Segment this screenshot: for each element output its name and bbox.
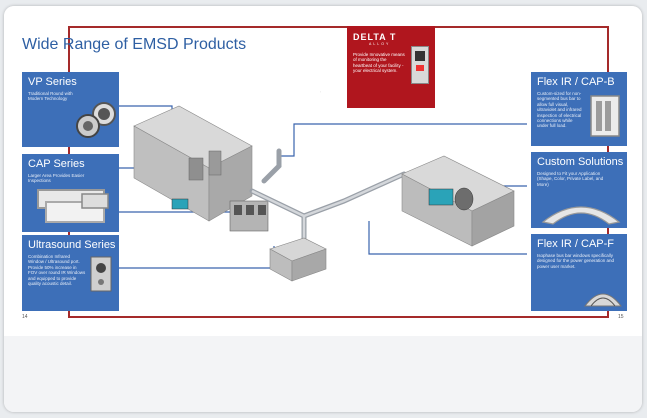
card-custom-solutions: Custom Solutions Designed to Fit your Ap… (531, 152, 627, 228)
card-vp-series: VP Series Traditional Round with Modern … (22, 72, 119, 147)
deltat-logo-tagline: ALLOY (369, 42, 391, 46)
right-room (401, 155, 515, 247)
callout-line-flex-b (279, 123, 527, 157)
card-text: Isophase bus bar windows specifically de… (537, 253, 615, 269)
page-number-left: 14 (22, 314, 28, 320)
page-border (68, 26, 609, 318)
deltat-promo-box: DELTA T ALLOY Provide Innovative means o… (347, 26, 435, 108)
facility-illustration (119, 105, 527, 282)
page-title: Wide Range of EMSD Products (22, 36, 247, 53)
card-text: Custom-sized for non-segmented bus bar t… (537, 91, 582, 129)
ultrasound-window-icon (90, 256, 112, 292)
card-ultrasound-series: Ultrasound Series Combination Infrared W… (22, 235, 119, 311)
page-number-right: 15 (618, 314, 624, 320)
curved-window-icon (541, 206, 621, 225)
fold-mark: · (318, 91, 323, 93)
document-page: Wide Range of EMSD Products · VP Series … (4, 6, 642, 412)
brochure-spread: Wide Range of EMSD Products · VP Series … (4, 6, 642, 336)
vp-window-icon (76, 102, 116, 138)
promo-text: Provide Innovative means of monitoring t… (353, 52, 405, 74)
card-flex-ir-cap-f: Flex IR / CAP-F Isophase bus bar windows… (531, 234, 627, 311)
callout-line-flex-f (368, 221, 527, 255)
card-cap-series: CAP Series Larger Area Provides Easier I… (22, 154, 119, 232)
card-title: Flex IR / CAP-F (537, 238, 615, 250)
card-title: CAP Series (28, 158, 85, 170)
card-text: Traditional Round with Modern Technology (28, 91, 73, 102)
cap-f-window-icon (583, 293, 623, 307)
switchgear (269, 237, 327, 282)
card-text: Designed to Fit your Application (Shape,… (537, 171, 604, 187)
cap-b-window-icon (590, 95, 620, 137)
cap-window-icon (37, 189, 109, 223)
card-text: Combination Infrared Window / Ultrasound… (28, 254, 86, 287)
monitor-device-icon (411, 46, 429, 84)
deltat-logo: DELTA T (353, 32, 397, 42)
card-text: Larger Area Provides Easier Inspections (28, 173, 85, 184)
card-title: Custom Solutions (537, 156, 624, 168)
card-title: VP Series (28, 76, 77, 88)
left-room (133, 105, 269, 232)
card-flex-ir-cap-b: Flex IR / CAP-B Custom-sized for non-seg… (531, 72, 627, 146)
page-margin (4, 336, 642, 412)
card-title: Flex IR / CAP-B (537, 76, 615, 88)
card-title: Ultrasound Series (28, 239, 116, 251)
